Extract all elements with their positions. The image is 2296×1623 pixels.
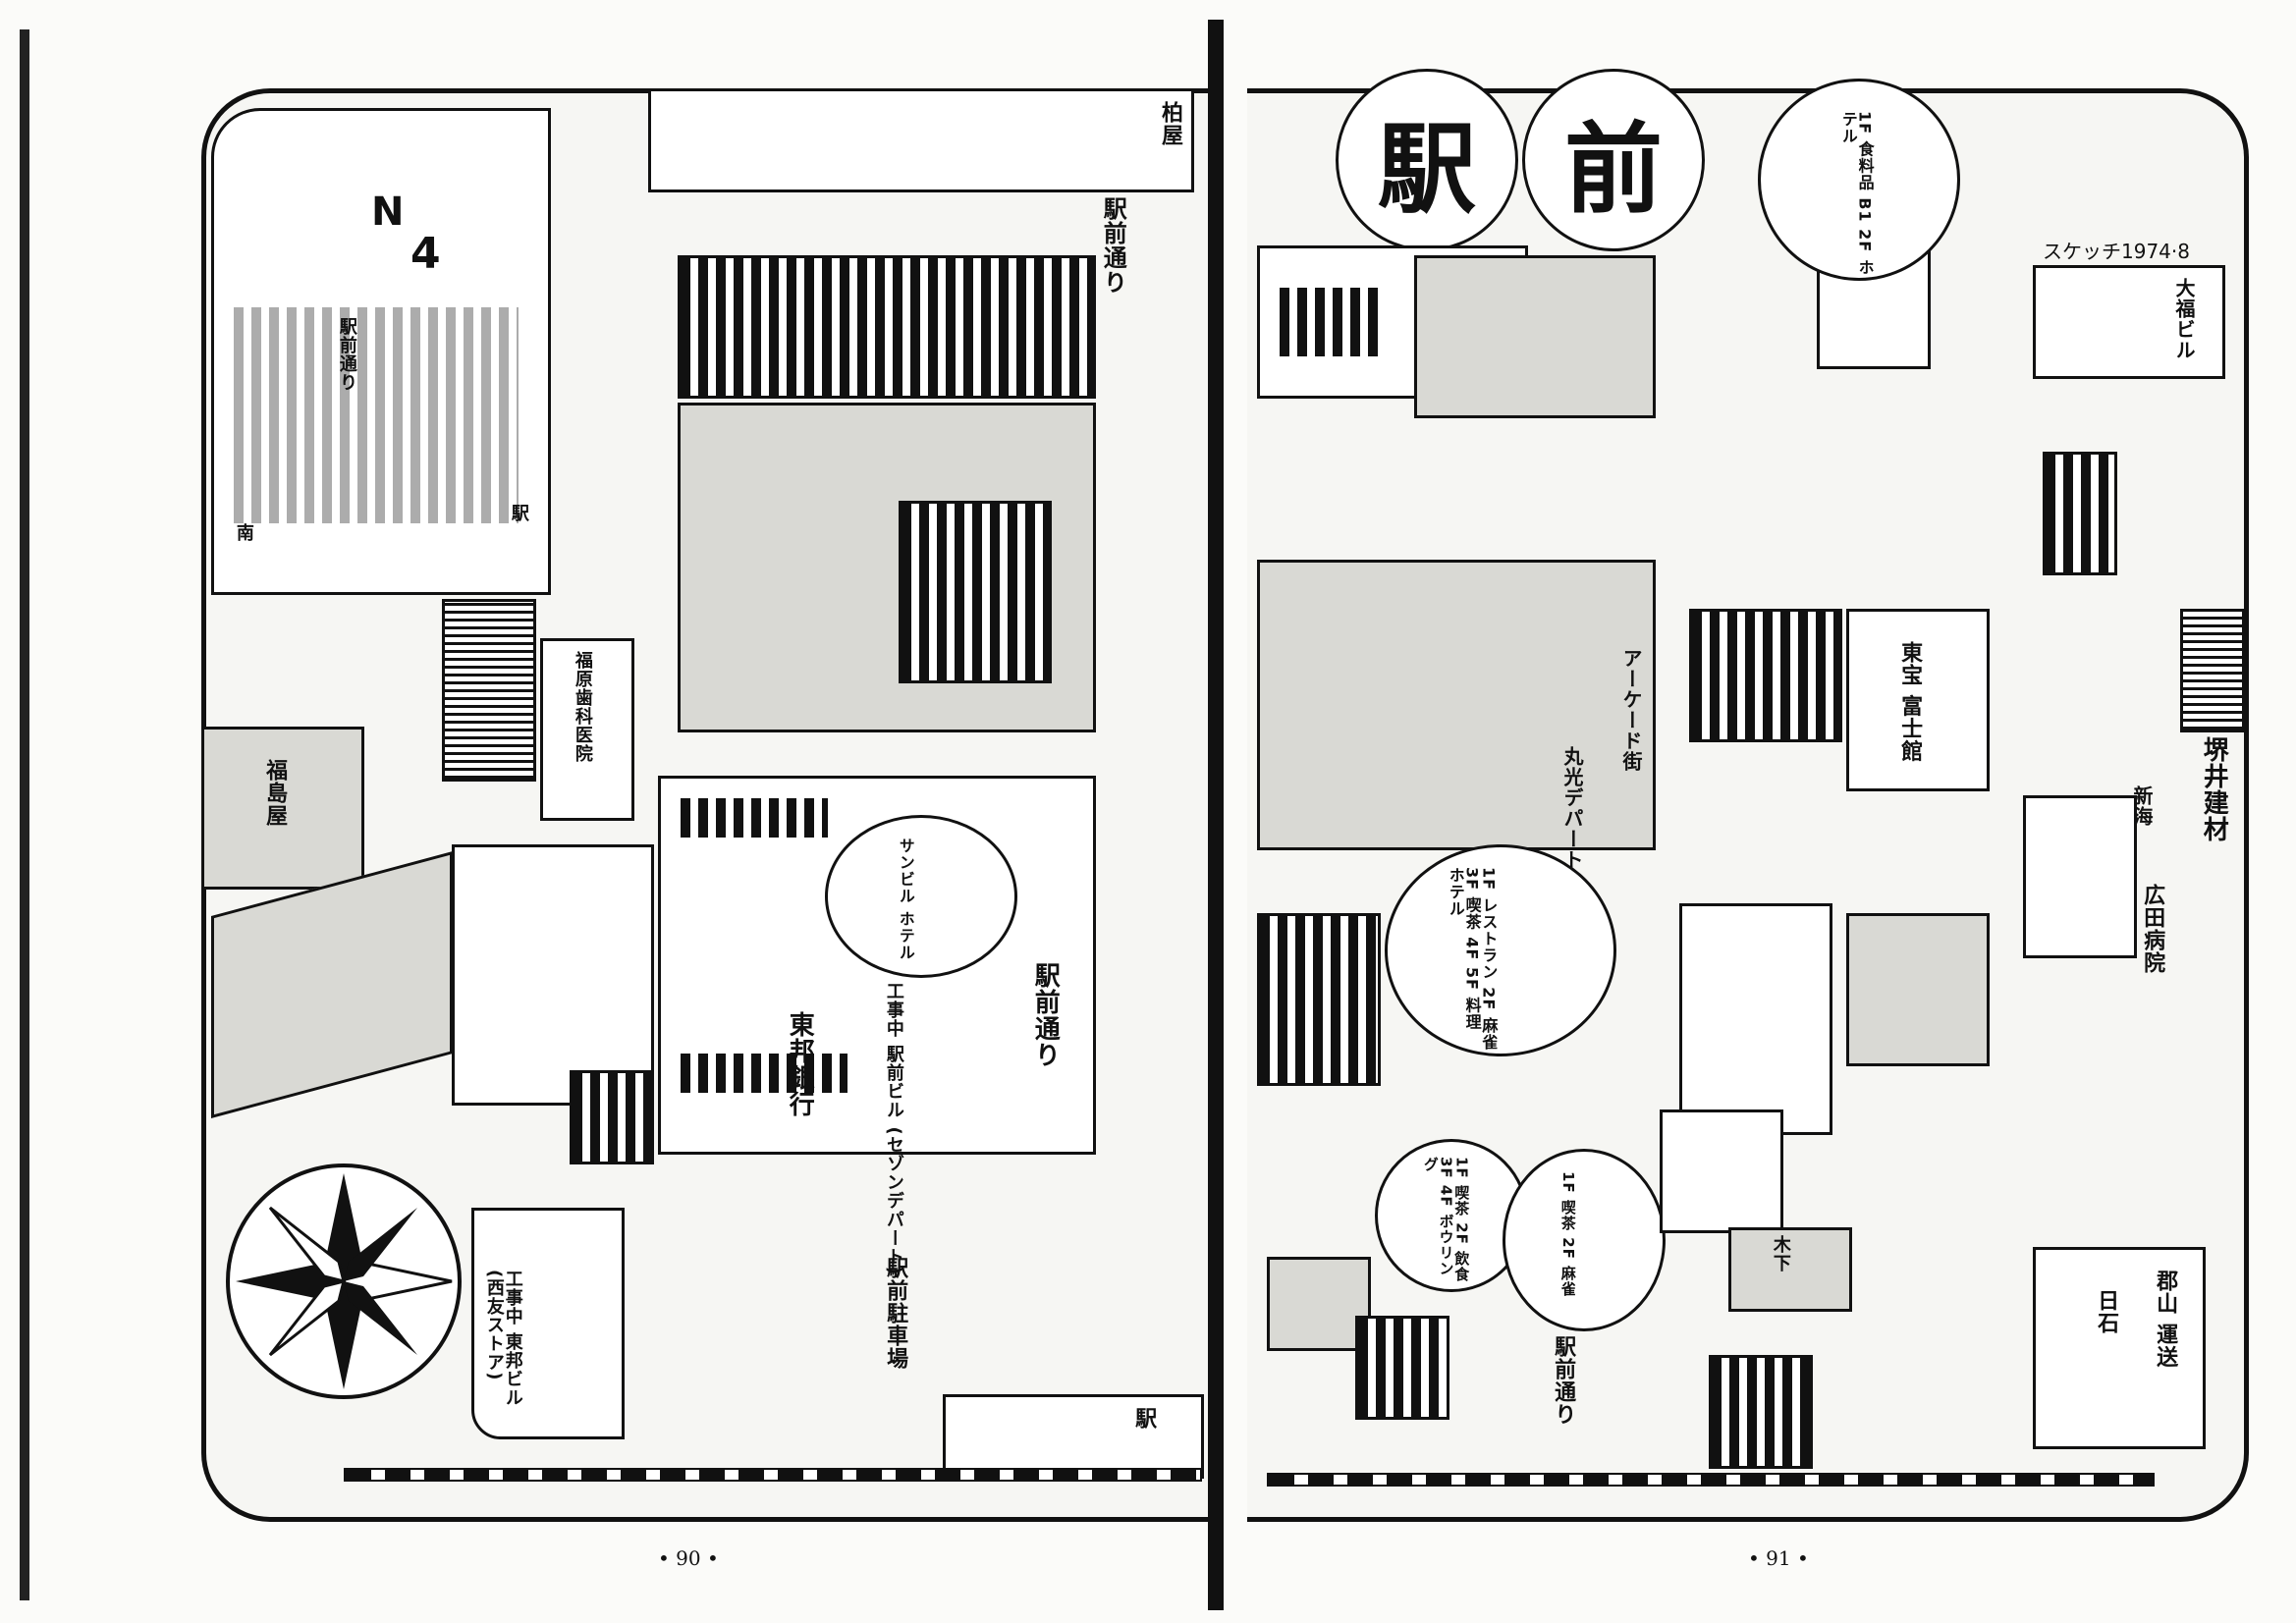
label-toho-fuji: 東宝 富士館 (1897, 641, 1923, 763)
building-toho-west: 工事中 東邦ビル (西友ストア) (471, 1208, 625, 1439)
inset-north: N (371, 189, 405, 235)
bubble-hotel-left: サンビル ホテル (825, 815, 1017, 978)
title-circle-left: 駅 (1336, 69, 1518, 251)
label-koriyama: 郡山 運送 (2153, 1270, 2178, 1369)
label-kinoshita: 木下 (1770, 1235, 1791, 1272)
building-south-center (1267, 1257, 1371, 1351)
label-kashiwaya: 柏屋 (1158, 101, 1182, 146)
street-ekimae-bottom: 駅前通り (1551, 1335, 1576, 1426)
building-mid-east (1846, 913, 1990, 1066)
label-daifuku: 大福ビル (2172, 278, 2196, 360)
building-stack-left (570, 1070, 654, 1164)
building-south-stack (1355, 1316, 1449, 1420)
building-ekimae-kousaten (1660, 1109, 1783, 1233)
building-hirota-strip (2023, 795, 2137, 958)
label-maruko: 丸光デパート (1560, 746, 1584, 870)
label-sakai: 堺井建材 (2199, 736, 2229, 842)
bubble-text-mid: 1F レストラン 2F 麻雀 3F 喫茶 4F 5F 料理 ホテル (1446, 867, 1499, 1051)
page-number-right: • 91 • (1748, 1546, 1809, 1570)
label-fukuhara: 福原歯科医院 (572, 651, 593, 763)
bubble-text-lower-left: 1F 喫茶 2F 飲食 3F 4F ボウリング (1421, 1157, 1471, 1283)
building-daifuku: 大福ビル (2033, 265, 2225, 379)
building-central-stack (1689, 609, 1842, 742)
page-gutter (1208, 20, 1224, 1610)
bubble-mid-right: 1F レストラン 2F 麻雀 3F 喫茶 4F 5F 料理 ホテル (1385, 844, 1616, 1056)
label-kogyo-bottom: 工事中 東邦ビル (西友ストア) (483, 1270, 523, 1408)
building-nozawa (1709, 1355, 1813, 1469)
building-right-stack (2043, 452, 2117, 575)
building-toho-fuji: 東宝 富士館 (1846, 609, 1990, 791)
inset-street: 駅前通り (336, 317, 357, 392)
street-ekimae-top: 駅前通り (1099, 196, 1127, 295)
street-ekimae-parking: 駅前駐車場 (883, 1257, 908, 1370)
label-toho-bank: 東邦銀行 (785, 1011, 815, 1117)
label-fukushimaya: 福島屋 (262, 759, 288, 827)
title-char-left: 駅 (1378, 110, 1476, 227)
railway-left (344, 1468, 1202, 1482)
building-sakai (2180, 609, 2245, 732)
page-edge (20, 29, 29, 1600)
title-char-right: 前 (1564, 110, 1663, 227)
bubble-lower-left: 1F 喫茶 2F 飲食 3F 4F ボウリング (1375, 1139, 1528, 1292)
building-meiji (899, 501, 1052, 683)
inset-south: 南 (233, 523, 254, 542)
compass-rose-icon (221, 1159, 466, 1404)
building-fukuhara: 福原歯科医院 (540, 638, 634, 821)
building-row-upper (678, 255, 1096, 399)
building-chuka (1679, 903, 1832, 1135)
inset-station: 駅 (508, 504, 529, 522)
bubble-text-hotel: サンビル ホテル (896, 838, 915, 961)
railway-right (1267, 1473, 2155, 1487)
building-station-left: 駅 (943, 1394, 1204, 1479)
bubble-top-right: 1F 食料品 B1 2F ホテル (1758, 79, 1960, 281)
inset-north-kanji: 4 (410, 229, 441, 279)
title-circle-right: 前 (1522, 69, 1705, 251)
label-hinoishi: 日石 (2094, 1289, 2119, 1334)
building-arcade-north (1414, 255, 1656, 418)
street-ekimae-mid: 駅前通り (1030, 962, 1061, 1068)
inset-map: N 4 駅前通り 駅 南 (211, 108, 551, 595)
street-arcade: アーケード街 (1619, 648, 1643, 772)
bubble-text-lower-mid: 1F 喫茶 2F 麻雀 (1558, 1171, 1577, 1298)
label-kogyo-mid: 工事中 駅前ビル (セゾンデパート) (883, 982, 904, 1275)
building-hatched-left (442, 599, 536, 782)
page-number-left: • 90 • (658, 1546, 719, 1570)
building-koriyama-right: 郡山 運送 日石 (2033, 1247, 2206, 1449)
bubble-text-top: 1F 食料品 B1 2F ホテル (1838, 111, 1875, 276)
building-lower-right-a (1257, 913, 1381, 1086)
label-hirota: 広田病院 (2140, 884, 2165, 974)
building-arcade-central (1257, 560, 1656, 850)
bubble-lower-mid: 1F 喫茶 2F 麻雀 (1503, 1149, 1666, 1331)
building-kashiwaya: 柏屋 (648, 88, 1194, 192)
building-fukushimaya: 福島屋 (201, 727, 364, 890)
building-koriyama-left (452, 844, 654, 1106)
sketch-date: スケッチ1974·8 (2043, 240, 2190, 263)
building-kinoshita: 木下 (1728, 1227, 1852, 1312)
label-station-left: 駅 (1131, 1407, 1157, 1430)
